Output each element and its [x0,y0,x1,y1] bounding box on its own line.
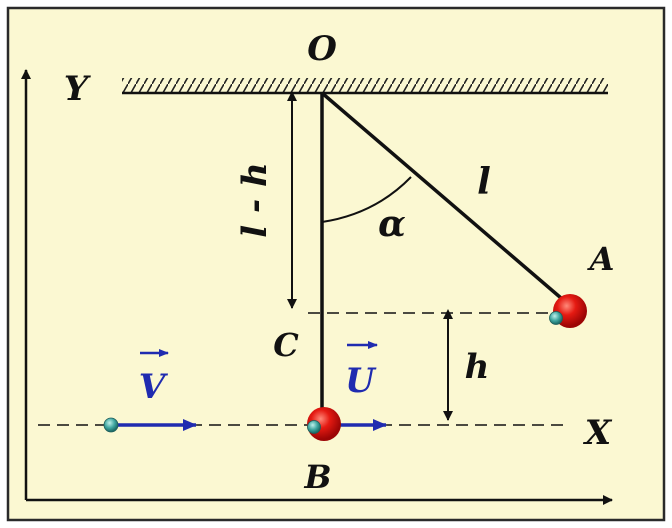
bullet-a [549,311,563,325]
label-velocity-v: V [139,367,169,407]
label-x-axis: X [583,413,613,453]
bullet-b [307,420,321,434]
label-origin: O [307,29,337,69]
label-point-b: B [303,458,331,496]
angle-arc [321,176,412,223]
label-point-a: A [587,240,615,278]
string-inclined [320,91,570,306]
label-l-minus-h: l - h [235,162,275,237]
label-y-axis: Y [64,69,91,109]
label-point-c: C [273,326,299,364]
label-angle: α [378,203,406,245]
bullet-initial [103,417,119,433]
label-velocity-u: U [345,361,377,401]
ceiling-hatching [122,78,608,93]
label-length: l [477,161,491,203]
label-height: h [465,347,490,387]
